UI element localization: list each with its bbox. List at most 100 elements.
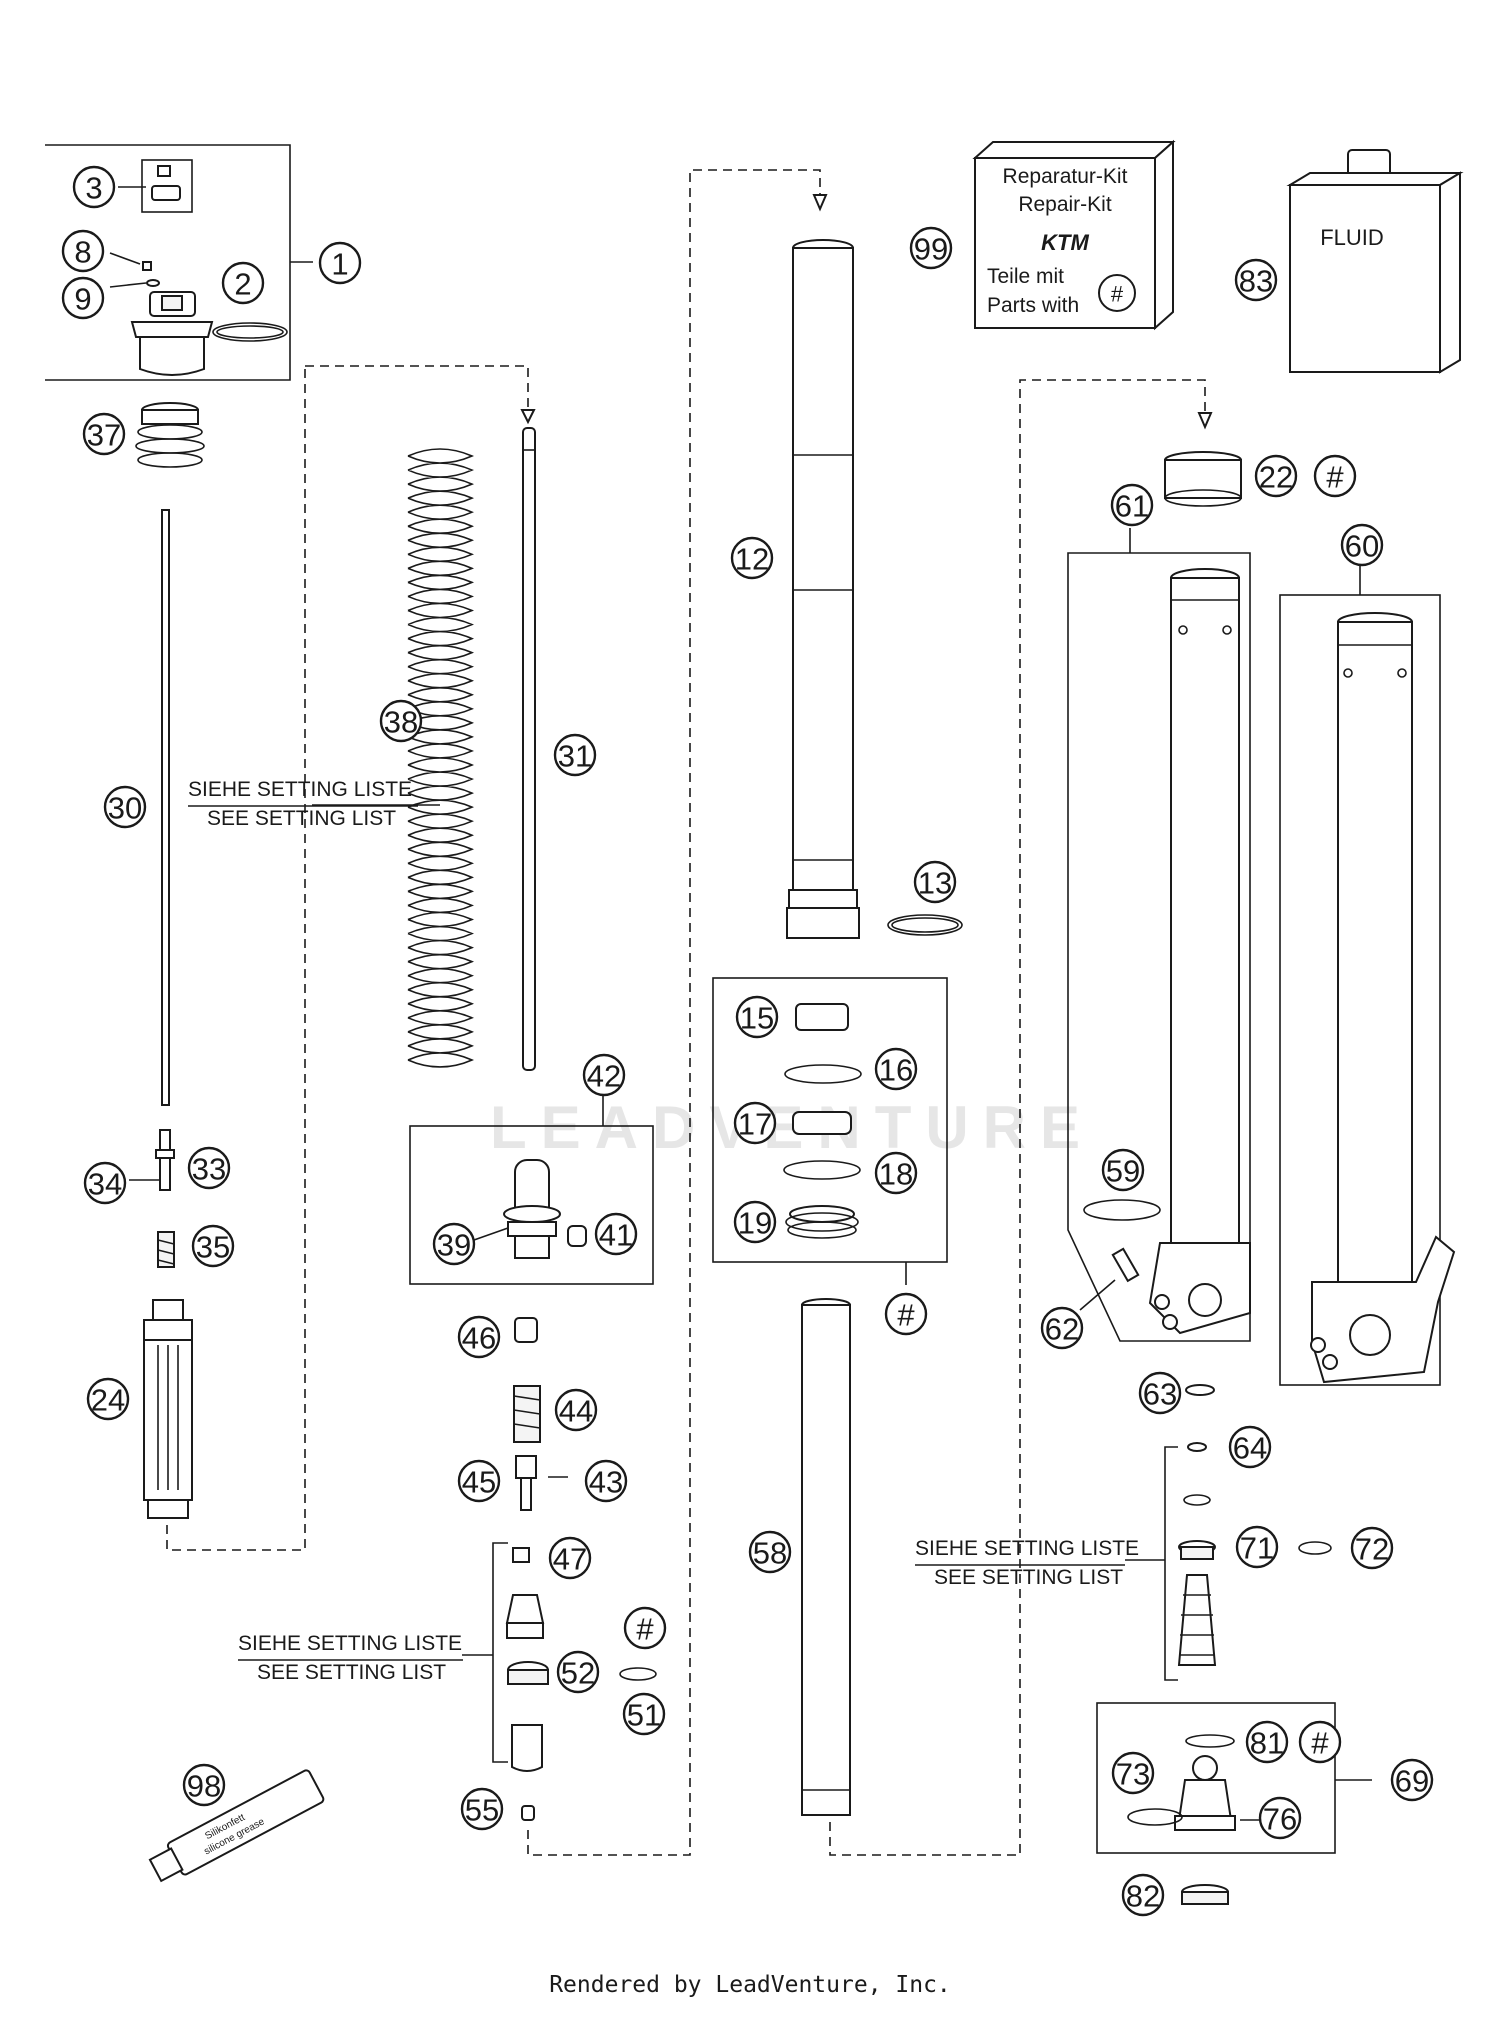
svg-text:9: 9 [74, 282, 91, 317]
callout-19: 19 [733, 1200, 777, 1244]
callout-46: 46 [457, 1315, 501, 1359]
callout-31: 31 [553, 733, 597, 777]
svg-text:8: 8 [74, 235, 91, 270]
svg-text:22: 22 [1259, 460, 1293, 495]
kit-line3: Teile mit [987, 265, 1064, 288]
callout-73: 73 [1111, 1751, 1155, 1795]
callout-15: 15 [735, 995, 779, 1039]
svg-text:#: # [1311, 1726, 1329, 1761]
kit-symbol: # [1111, 282, 1124, 307]
repair-kit-box: Reparatur-Kit Repair-Kit KTM Teile mit P… [972, 139, 1176, 331]
outer-tube-group [1067, 451, 1456, 1386]
svg-text:16: 16 [879, 1053, 913, 1088]
callout-45: 45 [457, 1459, 501, 1503]
svg-text:13: 13 [918, 866, 952, 901]
cap-assembly-group [45, 144, 313, 381]
svg-text:45: 45 [462, 1465, 496, 1500]
note-left-de: SIEHE SETTING LISTE [188, 778, 412, 801]
svg-text:15: 15 [740, 1001, 774, 1036]
callout-34: 34 [83, 1161, 127, 1205]
svg-text:43: 43 [589, 1465, 623, 1500]
callout-9: 9 [61, 276, 105, 320]
svg-text:58: 58 [753, 1536, 787, 1571]
base-valve-group [1096, 1702, 1372, 1905]
callout-81: 81 [1245, 1720, 1289, 1764]
callout-38: 38 [379, 699, 423, 743]
callout-60: 60 [1340, 523, 1384, 567]
svg-text:64: 64 [1233, 1431, 1267, 1466]
callout-44: 44 [554, 1388, 598, 1432]
compression-valve-group [409, 169, 828, 1856]
svg-text:69: 69 [1395, 1764, 1429, 1799]
note-mid-en: SEE SETTING LIST [257, 1661, 446, 1684]
callout-63: 63 [1138, 1371, 1182, 1415]
callout-76: 76 [1258, 1796, 1302, 1840]
svg-text:63: 63 [1143, 1377, 1177, 1412]
svg-text:33: 33 [192, 1152, 226, 1187]
svg-text:73: 73 [1116, 1757, 1150, 1792]
fork-fluid-bottle: FLUID [1286, 149, 1464, 374]
silicone-grease-tube: Silikonfett silicone grease [148, 1769, 325, 1883]
watermark: LEADVENTURE [490, 1094, 1094, 1161]
svg-text:#: # [636, 1612, 654, 1647]
svg-text:12: 12 [735, 542, 769, 577]
note-right-de: SIEHE SETTING LISTE [915, 1537, 1139, 1560]
callout-18: 18 [874, 1151, 918, 1195]
callout-83: 83 [1234, 258, 1278, 302]
svg-text:18: 18 [879, 1157, 913, 1192]
svg-text:1: 1 [331, 247, 348, 282]
svg-text:76: 76 [1263, 1802, 1297, 1837]
callout-8: 8 [61, 229, 105, 273]
svg-text:98: 98 [187, 1769, 221, 1804]
callout-16: 16 [874, 1047, 918, 1091]
svg-text:99: 99 [914, 232, 948, 267]
svg-text:71: 71 [1240, 1531, 1274, 1566]
kit-line2: Repair-Kit [1018, 193, 1112, 216]
callout-3: 3 [72, 165, 116, 209]
callout-43: 43 [584, 1459, 628, 1503]
svg-text:55: 55 [465, 1793, 499, 1828]
svg-text:31: 31 [558, 739, 592, 774]
callout-42: 42 [582, 1053, 626, 1097]
svg-text:3: 3 [85, 171, 102, 206]
svg-text:52: 52 [561, 1656, 595, 1691]
svg-text:59: 59 [1106, 1154, 1140, 1189]
svg-text:#: # [1326, 460, 1344, 495]
svg-text:60: 60 [1345, 529, 1379, 564]
callout-58: 58 [748, 1530, 792, 1574]
callout-33: 33 [187, 1146, 231, 1190]
spring-preload-group [1125, 1384, 1332, 1681]
svg-text:46: 46 [462, 1321, 496, 1356]
kit-line1: Reparatur-Kit [1003, 165, 1128, 188]
svg-text:83: 83 [1239, 264, 1273, 299]
svg-text:81: 81 [1250, 1726, 1284, 1761]
inner-tube-group [786, 239, 963, 939]
kit-logo: KTM [1041, 230, 1089, 255]
svg-text:35: 35 [196, 1230, 230, 1265]
callout-51: 51 [622, 1692, 666, 1736]
callout-hash-2: # [884, 1292, 928, 1336]
callout-72: 72 [1350, 1526, 1394, 1570]
callout-52: 52 [556, 1650, 600, 1694]
callout-hash-3: # [1313, 454, 1357, 498]
callout-71: 71 [1235, 1525, 1279, 1569]
svg-text:44: 44 [559, 1394, 593, 1429]
callout-61: 61 [1110, 483, 1154, 527]
callout-59: 59 [1101, 1148, 1145, 1192]
callout-12: 12 [730, 536, 774, 580]
callout-layer: 1 2 3 8 9 37 30 33 34 35 24 38 31 42 39 … [61, 165, 1434, 1917]
svg-text:62: 62 [1045, 1312, 1079, 1347]
svg-text:61: 61 [1115, 489, 1149, 524]
svg-text:34: 34 [88, 1167, 122, 1202]
spring-coils [407, 448, 474, 1068]
callout-17: 17 [733, 1101, 777, 1145]
svg-text:72: 72 [1355, 1532, 1389, 1567]
svg-text:47: 47 [553, 1542, 587, 1577]
callout-98: 98 [182, 1763, 226, 1807]
svg-text:17: 17 [738, 1107, 772, 1142]
callout-22: 22 [1254, 454, 1298, 498]
callout-41: 41 [594, 1212, 638, 1256]
callout-39: 39 [432, 1222, 476, 1266]
